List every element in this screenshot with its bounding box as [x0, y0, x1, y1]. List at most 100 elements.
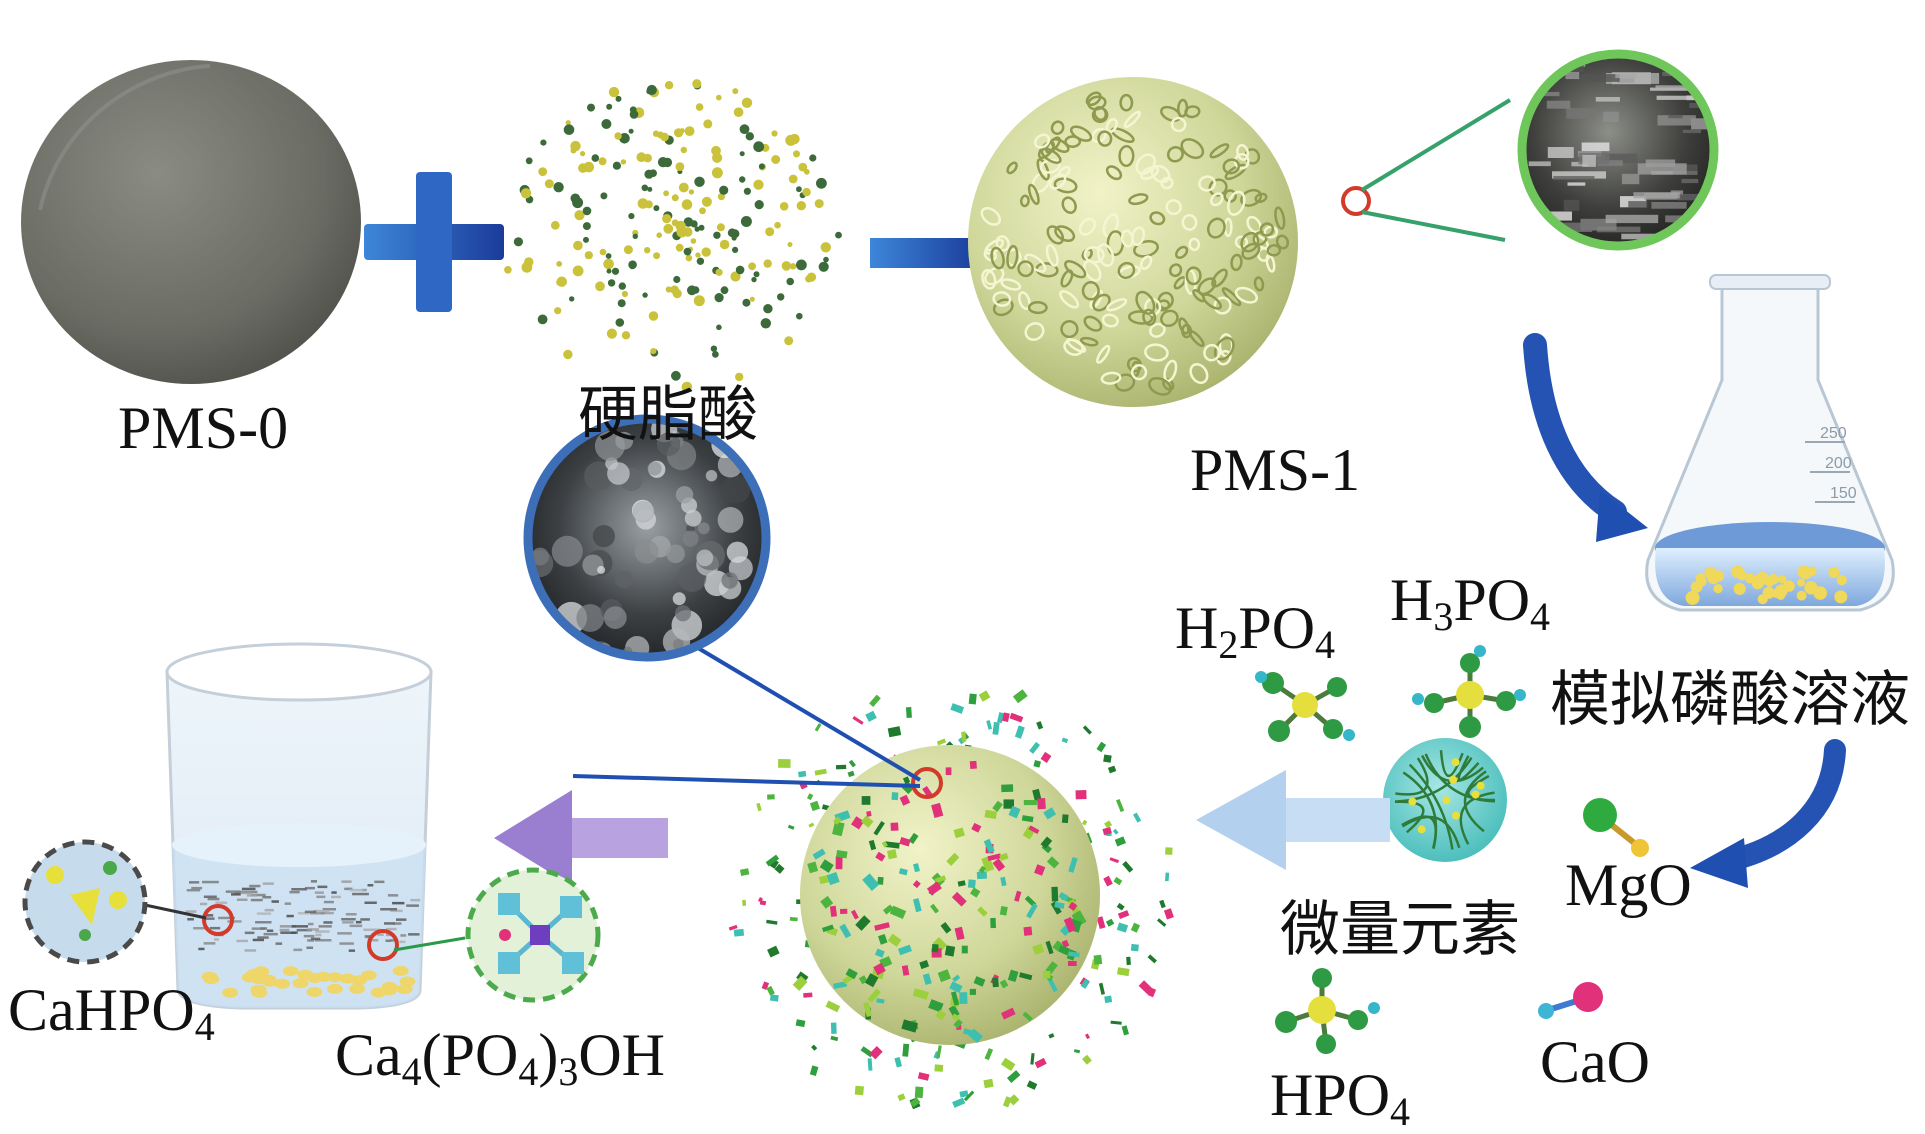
precipitate — [200, 902, 208, 906]
surface-texture — [1266, 244, 1282, 257]
surface-texture — [1110, 127, 1135, 143]
sem-grain — [682, 530, 699, 547]
precipitate — [207, 897, 220, 901]
surface-texture — [992, 298, 1014, 317]
stearic-acid-particle — [617, 299, 626, 308]
trace-particle — [934, 1064, 944, 1072]
cahpo4-zoom — [22, 839, 148, 965]
adsorbed-particle — [1050, 901, 1062, 915]
sample-marker — [911, 767, 943, 799]
stearic-acid-particle — [563, 349, 573, 360]
precipitate — [244, 931, 255, 935]
plus-icon — [364, 172, 504, 312]
settled-particle — [307, 973, 323, 983]
stearic-acid-particle — [584, 251, 593, 260]
stearic-acid-particle — [715, 268, 723, 276]
stearic-acid-particle — [727, 228, 737, 238]
trace-particle — [897, 1093, 906, 1102]
adsorbed-particle — [851, 816, 865, 830]
precipitate — [337, 932, 352, 935]
adsorbed-particle — [898, 868, 908, 876]
trace-particle — [814, 768, 827, 776]
adsorbed-particle — [945, 767, 952, 776]
adsorbed-particle — [1058, 891, 1069, 902]
stearic-acid-particle — [657, 157, 669, 168]
trace-particle — [778, 758, 791, 768]
sem-grain — [697, 522, 710, 535]
trace-particle — [809, 1065, 819, 1077]
stearic-acid-particle — [809, 154, 817, 162]
adsorbed-particle — [867, 988, 881, 1003]
sem-grain — [576, 604, 605, 632]
sem-grain — [717, 507, 744, 533]
adsorbed-particle — [1000, 1007, 1016, 1020]
stearic-acid-particle — [771, 130, 778, 137]
stearic-acid-particle — [606, 328, 618, 339]
surface-texture — [1054, 225, 1076, 242]
adsorbed-particle — [1043, 807, 1057, 820]
sem-grain — [1689, 102, 1710, 109]
stearic-acid-particle — [716, 94, 722, 101]
sem-grain — [1681, 229, 1710, 241]
surface-texture — [1253, 276, 1265, 292]
sample-marker — [202, 904, 234, 936]
trace-particle — [867, 1058, 873, 1071]
surface-texture — [1166, 146, 1184, 163]
precipitate — [315, 939, 332, 942]
trace-particle — [1103, 875, 1113, 887]
sem-grain — [705, 470, 718, 482]
stearic-acid-particle — [735, 372, 744, 382]
precipitate — [345, 913, 357, 916]
sem-grain — [1637, 163, 1687, 175]
settled-particle — [274, 978, 291, 989]
stearic-acid-label: 硬脂酸 — [578, 382, 758, 448]
adsorbed-particle — [992, 858, 1006, 872]
trace-particle — [936, 738, 947, 746]
adsorbed-particle — [1021, 815, 1034, 823]
adsorbed-particle — [1023, 926, 1033, 936]
surface-texture — [1188, 237, 1201, 252]
precipitate — [390, 939, 396, 942]
adsorbent-particle — [1797, 578, 1805, 587]
stearic-acid-particle — [615, 95, 622, 102]
trace-particle — [769, 994, 779, 1002]
trace-elements-sphere — [1383, 738, 1507, 862]
precipitate — [322, 908, 336, 911]
surface-texture — [1069, 125, 1093, 142]
adsorbed-particle — [978, 865, 987, 874]
cao-molecule-icon — [1538, 982, 1603, 1019]
stearic-acid-particle — [664, 81, 674, 90]
precipitate — [342, 921, 354, 924]
stearic-acid-particle — [719, 185, 729, 195]
adsorbed-particle — [992, 800, 1003, 813]
adsorbed-particle — [1052, 940, 1063, 952]
stearic-acid-particle — [671, 194, 679, 202]
precipitate — [206, 914, 214, 917]
stearic-acid-particle — [712, 351, 719, 358]
stearic-acid-particle — [716, 223, 725, 232]
adsorbent-particle — [1828, 567, 1840, 578]
trace-particle — [1133, 812, 1142, 823]
mgo-molecule-icon — [1583, 798, 1649, 857]
stearic-acid-particle — [601, 119, 612, 129]
precipitate — [191, 886, 203, 890]
surface-texture — [1128, 193, 1149, 206]
precipitate — [387, 894, 399, 897]
precipitate — [317, 885, 328, 889]
adsorbed-particle — [973, 976, 986, 987]
precipitate — [236, 898, 248, 901]
stearic-acid-particle — [816, 177, 827, 189]
stearic-acid-particle — [835, 231, 842, 239]
precipitate — [279, 925, 296, 928]
stearic-acid-particle — [716, 324, 722, 331]
stearic-acid-particle — [660, 132, 669, 142]
stearic-acid-particle — [702, 247, 708, 253]
composite-sphere — [728, 689, 1174, 1110]
trace-particle — [835, 764, 847, 770]
surface-texture — [1131, 226, 1146, 246]
trace-particle — [1085, 1033, 1090, 1040]
trace-particle — [1112, 828, 1119, 835]
precipitate — [364, 901, 377, 904]
trace-particle — [1034, 1057, 1047, 1069]
trace-particle — [984, 1048, 994, 1061]
